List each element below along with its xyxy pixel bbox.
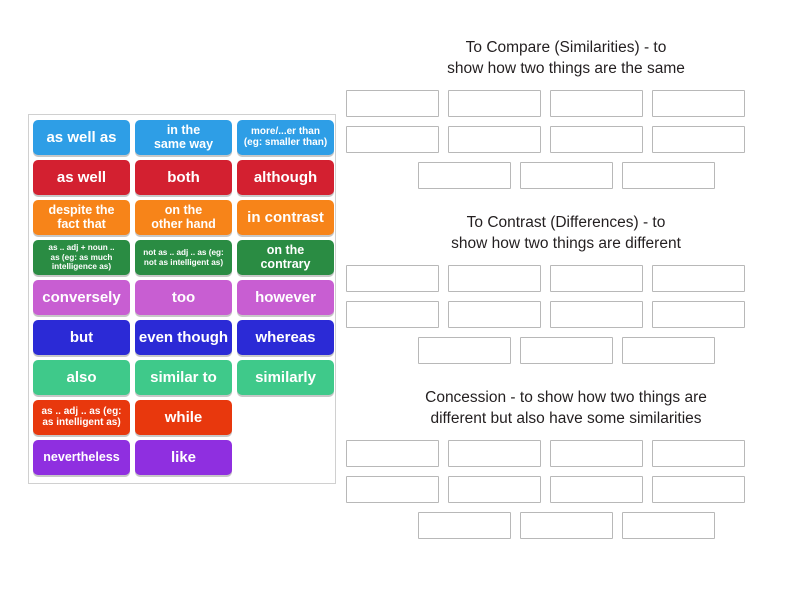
slot-grid-concession	[346, 439, 786, 539]
answer-slot[interactable]	[417, 511, 511, 539]
word-tile[interactable]: too	[135, 280, 232, 315]
word-tile[interactable]: in contrast	[237, 200, 334, 235]
slot-grid-contrast	[346, 264, 786, 364]
answer-slot[interactable]	[652, 125, 745, 153]
panel-title-concession: Concession - to show how two things are …	[425, 389, 707, 427]
word-tile[interactable]: more/...er than(eg: smaller than)	[237, 120, 334, 155]
answer-slot[interactable]	[550, 125, 643, 153]
answer-slot[interactable]	[448, 475, 541, 503]
word-tile[interactable]: nevertheless	[33, 440, 130, 475]
word-tile[interactable]: as well	[33, 160, 130, 195]
answer-panel-contrast: To Contrast (Differences) - to show how …	[346, 213, 786, 373]
word-tile[interactable]: like	[135, 440, 232, 475]
answer-slot[interactable]	[346, 264, 439, 292]
word-tile[interactable]: also	[33, 360, 130, 395]
slot-row	[346, 511, 786, 539]
answer-slot[interactable]	[550, 439, 643, 467]
answer-slot[interactable]	[550, 300, 643, 328]
answer-slot[interactable]	[346, 89, 439, 117]
word-tile[interactable]: however	[237, 280, 334, 315]
answer-slot[interactable]	[448, 89, 541, 117]
slot-row	[346, 475, 786, 503]
panel-title-compare: To Compare (Similarities) - to show how …	[447, 39, 685, 77]
answer-slot[interactable]	[652, 439, 745, 467]
word-tile[interactable]: whereas	[237, 320, 334, 355]
answer-slot[interactable]	[448, 439, 541, 467]
slot-row	[346, 336, 786, 364]
answer-slot[interactable]	[346, 439, 439, 467]
word-tile[interactable]: as .. adj .. as (eg:as intelligent as)	[33, 400, 130, 435]
word-tile[interactable]: while	[135, 400, 232, 435]
answer-slot[interactable]	[550, 89, 643, 117]
word-tile[interactable]: not as .. adj .. as (eg:not as intellige…	[135, 240, 232, 275]
answer-slot[interactable]	[346, 300, 439, 328]
answer-slot[interactable]	[448, 264, 541, 292]
slot-row	[346, 125, 786, 153]
answer-slot[interactable]	[448, 300, 541, 328]
tile-placeholder	[237, 440, 334, 475]
answer-slot[interactable]	[652, 300, 745, 328]
slot-row	[346, 300, 786, 328]
answer-slot[interactable]	[346, 125, 439, 153]
word-tile[interactable]: conversely	[33, 280, 130, 315]
answer-slot[interactable]	[652, 264, 745, 292]
slot-row	[346, 89, 786, 117]
word-tile[interactable]: even though	[135, 320, 232, 355]
answer-slot[interactable]	[519, 511, 613, 539]
word-tile[interactable]: although	[237, 160, 334, 195]
word-tile[interactable]: similar to	[135, 360, 232, 395]
answer-slot[interactable]	[448, 125, 541, 153]
answer-slot[interactable]	[621, 511, 715, 539]
answer-panel-compare: To Compare (Similarities) - to show how …	[346, 38, 786, 198]
answer-slot[interactable]	[550, 475, 643, 503]
answer-slot[interactable]	[519, 336, 613, 364]
word-tile[interactable]: as well as	[33, 120, 130, 155]
tile-placeholder	[237, 400, 334, 435]
answer-slot[interactable]	[346, 475, 439, 503]
panel-title-contrast: To Contrast (Differences) - to show how …	[451, 214, 681, 252]
slot-row	[346, 264, 786, 292]
answer-slot[interactable]	[621, 336, 715, 364]
slot-row	[346, 161, 786, 189]
answer-panel-concession: Concession - to show how two things are …	[346, 388, 786, 548]
tile-row: as .. adj .. as (eg:as intelligent as)wh…	[33, 400, 331, 435]
slot-row	[346, 439, 786, 467]
word-tile[interactable]: similarly	[237, 360, 334, 395]
answer-slot[interactable]	[417, 336, 511, 364]
answer-slot[interactable]	[652, 89, 745, 117]
word-tile[interactable]: both	[135, 160, 232, 195]
answer-slot[interactable]	[519, 161, 613, 189]
answer-slot[interactable]	[550, 264, 643, 292]
answer-slot[interactable]	[652, 475, 745, 503]
answer-slot[interactable]	[417, 161, 511, 189]
answer-slot[interactable]	[621, 161, 715, 189]
word-tile[interactable]: but	[33, 320, 130, 355]
slot-grid-compare	[346, 89, 786, 189]
